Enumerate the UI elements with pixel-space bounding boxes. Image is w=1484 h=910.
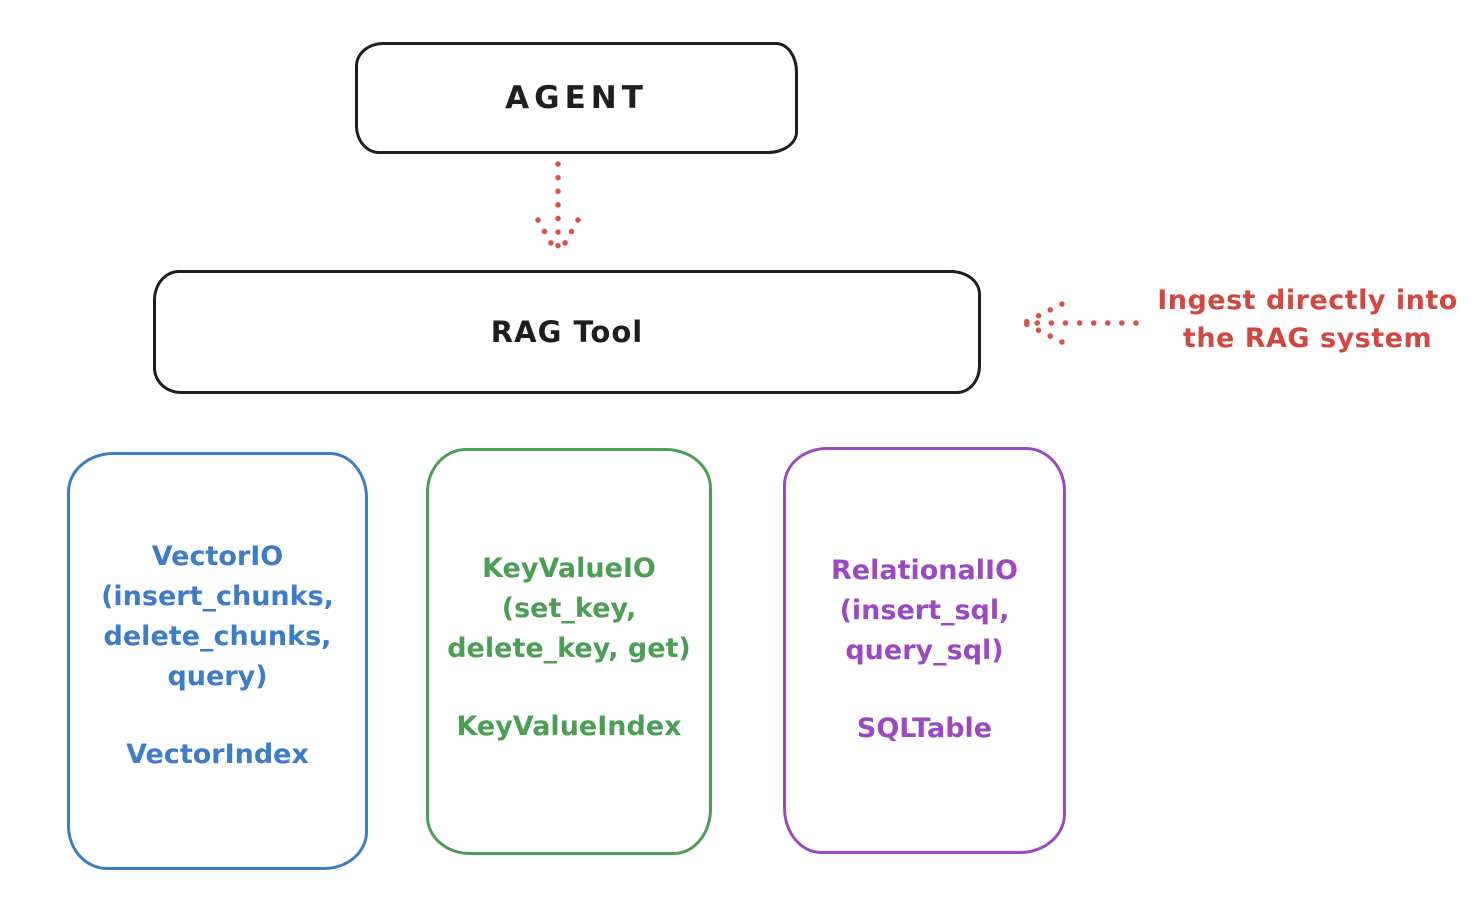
vector-io-line: delete_chunks, [103,621,332,652]
keyvalue-io-line: delete_key, get) [447,633,691,664]
relational-io-box: RelationalIO (insert_sql, query_sql) SQL… [783,447,1066,854]
sql-table-label: SQLTable [856,713,993,744]
keyvalue-index-label: KeyValueIndex [456,711,682,742]
rag-tool-box: RAG Tool [153,270,981,394]
vector-io-line: query) [167,661,268,692]
arrow-left-icon [1023,301,1139,345]
relational-io-line: RelationalIO [831,555,1018,586]
relational-io-signature: RelationalIO (insert_sql, query_sql) [831,551,1018,671]
rag-tool-label: RAG Tool [490,315,644,349]
agent-label: AGENT [505,80,648,116]
agent-box: AGENT [355,42,798,154]
vector-io-line: (insert_chunks, [101,581,334,612]
relational-io-line: (insert_sql, [839,595,1010,626]
arrow-down-icon [535,161,581,255]
ingest-annotation-line1: Ingest directly into [1157,285,1458,316]
keyvalue-io-box: KeyValueIO (set_key, delete_key, get) Ke… [426,448,712,855]
keyvalue-io-line: KeyValueIO [482,553,656,584]
vector-io-signature: VectorIO (insert_chunks, delete_chunks, … [101,537,334,697]
vector-io-box: VectorIO (insert_chunks, delete_chunks, … [67,452,368,870]
relational-io-line: query_sql) [845,635,1004,666]
ingest-annotation-line2: the RAG system [1182,323,1433,354]
ingest-annotation: Ingest directly into the RAG system [1135,282,1480,358]
keyvalue-io-line: (set_key, [501,593,637,624]
keyvalue-io-signature: KeyValueIO (set_key, delete_key, get) [447,549,691,669]
vector-index-label: VectorIndex [126,739,309,770]
vector-io-line: VectorIO [151,541,284,572]
